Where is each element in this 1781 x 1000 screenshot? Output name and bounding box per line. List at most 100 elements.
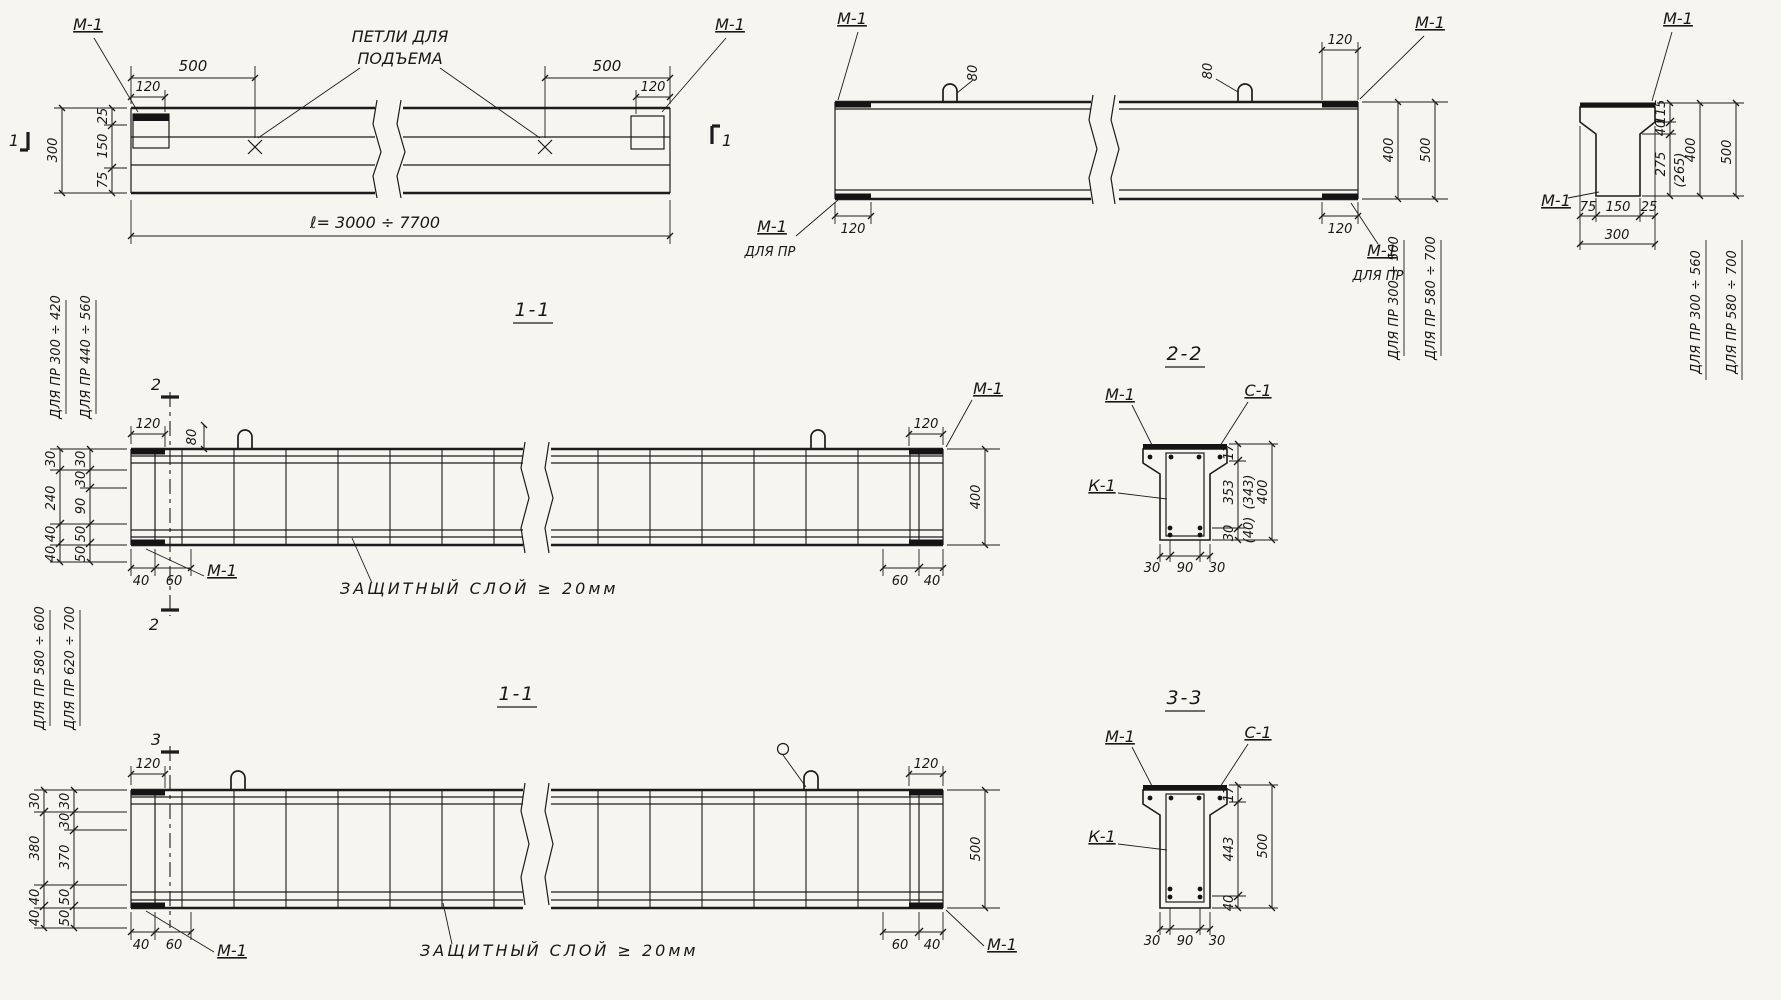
section-1-1-upper: 1-1 2 2 120 80 120 М-1 400 40 60 60 40 М… xyxy=(44,295,1003,634)
section-cut-mark: 2 xyxy=(149,615,159,634)
dim-label: 60 xyxy=(892,574,909,589)
section-title: 2-2 xyxy=(1166,343,1203,365)
dim-label: 40 xyxy=(924,938,941,953)
dim-label: 50 xyxy=(74,546,89,563)
plan-view: М-1 М-1 500 500 120 120 ПЕТЛИ ДЛЯ ПОДЪЕМ… xyxy=(9,15,745,244)
dim-label: 30 xyxy=(28,793,43,810)
for-pr-note: ДЛЯ ПР xyxy=(1352,269,1404,284)
dim-label: 50 xyxy=(58,889,73,906)
range-note: ДЛЯ ПР 580 ÷ 600 xyxy=(33,606,48,731)
dim-label: 150 xyxy=(1606,200,1631,215)
dim-label: 500 xyxy=(593,57,622,75)
lift-point-mark xyxy=(247,139,263,155)
m1-callout: М-1 xyxy=(1105,385,1135,404)
range-note: ДЛЯ ПР 620 ÷ 700 xyxy=(63,606,78,731)
loop-detail-circle xyxy=(776,742,790,756)
section-title: 1-1 xyxy=(498,683,535,705)
dim-label: 75 xyxy=(1580,200,1597,215)
embed-plate-right xyxy=(630,115,665,150)
m1-callout: М-1 xyxy=(217,941,247,960)
break-line xyxy=(520,441,530,554)
dim-label: 30 xyxy=(44,451,59,468)
section-cut-mark: 1 xyxy=(722,131,732,150)
t-beam-section xyxy=(1142,448,1228,541)
dim-label: 500 xyxy=(1720,140,1735,165)
dim-label: 120 xyxy=(136,417,161,432)
dim-label: 80 xyxy=(185,429,200,446)
m1-callout: М-1 xyxy=(987,935,1017,954)
m1-callout: М-1 xyxy=(1663,9,1693,28)
break-line xyxy=(544,782,554,906)
stirrups xyxy=(138,790,518,908)
k1-callout: К-1 xyxy=(1088,827,1115,846)
m1-callout: М-1 xyxy=(207,561,237,580)
lifting-loop xyxy=(230,770,246,790)
break-line xyxy=(1110,94,1120,205)
dim-label: (265) xyxy=(1673,153,1688,188)
dim-label: 80 xyxy=(966,65,981,82)
dim-label: 120 xyxy=(136,757,161,772)
t-beam-profile xyxy=(1579,106,1656,197)
range-note: ДЛЯ ПР 300 ÷ 560 xyxy=(1689,250,1704,375)
dim-label: 30 xyxy=(1209,934,1226,949)
elevation-view: 80 80 М-1 120 М-1 120 М-1 ДЛЯ ПР 120 М-1… xyxy=(744,9,1448,361)
dim-label: 90 xyxy=(1177,934,1194,949)
break-line xyxy=(544,441,554,554)
dim-label: 120 xyxy=(1328,222,1353,237)
lifting-loop xyxy=(1237,83,1253,102)
section-cut-mark: 1 xyxy=(9,131,19,150)
beam-length-label: ℓ= 3000 ÷ 7700 xyxy=(309,213,440,232)
range-note: ДЛЯ ПР 300 ÷ 560 xyxy=(1387,236,1402,361)
stirrups xyxy=(553,449,937,545)
break-line xyxy=(1088,94,1098,205)
dim-label: 17 xyxy=(1222,443,1237,460)
dim-label: 40 xyxy=(44,546,59,563)
dim-label: 40 xyxy=(28,889,43,906)
stirrup-frame xyxy=(1165,452,1205,537)
dim-label: 25 xyxy=(1641,200,1658,215)
dim-label: 400 xyxy=(1382,138,1397,163)
t-beam-section xyxy=(1142,789,1228,909)
dim-label: 120 xyxy=(136,80,161,95)
dim-label: 60 xyxy=(892,938,909,953)
m1-callout: М-1 xyxy=(1541,191,1571,210)
dim-label: 30 xyxy=(1144,934,1161,949)
range-note: ДЛЯ ПР 300 ÷ 420 xyxy=(49,295,64,420)
dim-label: 500 xyxy=(1419,138,1434,163)
stirrups xyxy=(138,449,518,545)
dim-label: 300 xyxy=(46,138,61,163)
dim-label: 400 xyxy=(1684,138,1699,163)
dim-label: 443 xyxy=(1222,837,1237,862)
dim-label: 120 xyxy=(914,417,939,432)
dim-label: 90 xyxy=(74,498,89,515)
c1-callout: С-1 xyxy=(1244,381,1271,400)
dim-label: 30 xyxy=(58,793,73,810)
dim-label: 30 xyxy=(58,813,73,830)
break-line xyxy=(396,99,406,199)
dim-label: 90 xyxy=(1177,561,1194,576)
dim-label: 120 xyxy=(1328,33,1353,48)
dim-label: 120 xyxy=(914,757,939,772)
m1-callout: М-1 xyxy=(1415,13,1445,32)
cover-note: ЗАЩИТНЫЙ СЛОЙ ≥ 20мм xyxy=(420,941,698,960)
dim-label: 80 xyxy=(1201,63,1216,80)
range-note: ДЛЯ ПР 440 ÷ 560 xyxy=(79,295,94,420)
dim-label: 60 xyxy=(166,574,183,589)
range-note: ДЛЯ ПР 580 ÷ 700 xyxy=(1725,250,1740,375)
k1-callout: К-1 xyxy=(1088,476,1115,495)
lifting-loop xyxy=(942,83,958,102)
dim-label: 50 xyxy=(58,910,73,927)
c1-callout: С-1 xyxy=(1244,723,1271,742)
dim-label: 40 xyxy=(133,574,150,589)
m1-callout: М-1 xyxy=(73,15,103,34)
dim-label: 30 xyxy=(74,471,89,488)
dim-label: 120 xyxy=(841,222,866,237)
dim-label: 17 xyxy=(1222,785,1237,802)
dim-label: 380 xyxy=(28,836,43,861)
section-cut-mark: 2 xyxy=(151,375,161,394)
lifting-loops-note: ПЕТЛИ ДЛЯ xyxy=(352,27,449,46)
lift-point-mark xyxy=(537,139,553,155)
cover-note: ЗАЩИТНЫЙ СЛОЙ ≥ 20мм xyxy=(340,579,618,598)
